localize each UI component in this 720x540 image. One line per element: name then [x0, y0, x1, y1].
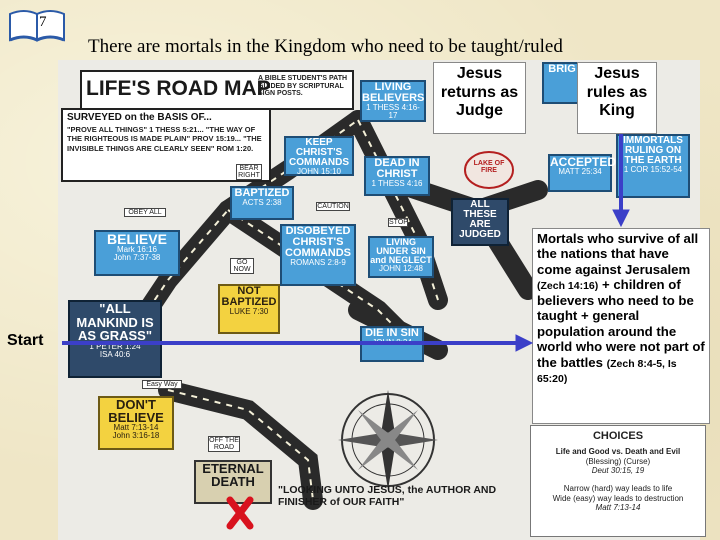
start-label: Start	[7, 332, 44, 349]
small-sign-stop: STOP	[388, 218, 408, 227]
small-sign-obey-all: OBEY ALL	[124, 208, 166, 217]
sign-lake-of-fire: LAKE OF FIRE	[473, 160, 505, 174]
sign-dead-in-christ-label: DEAD IN CHRIST	[374, 157, 420, 180]
choices-line4: Narrow (hard) way leads to life	[563, 483, 673, 493]
compass-rose-icon	[338, 390, 438, 490]
callout-mortals: Mortals who survive of all the nations t…	[532, 228, 710, 424]
sign-believe-ref1: Mark 16:16	[116, 245, 158, 254]
choices-line1: Life and Good vs. Death and Evil	[555, 447, 681, 457]
choices-line5: Wide (easy) way leads to destruction	[552, 493, 684, 503]
road-map-heading-box: LIFE'S ROAD MAP A BIBLE STUDENT'S PATH G…	[80, 70, 354, 110]
choices-box: CHOICES Life and Good vs. Death and Evil…	[530, 425, 706, 537]
sign-living-believers-ref: 1 THESS 4:16-17	[366, 103, 420, 120]
sign-believe: BELIEVE Mark 16:16 John 7:37-38	[94, 230, 180, 276]
sign-baptized-label: BAPTIZED	[234, 187, 290, 199]
mortals-ref-zech-isaiah: (Zech 8:4-5, Is 65:20)	[537, 357, 677, 385]
slide-title: There are mortals in the Kingdom who nee…	[88, 36, 563, 57]
callout-jesus-judge: Jesus returns as Judge	[433, 62, 526, 134]
sign-baptized-ref: ACTS 2:38	[242, 198, 282, 207]
choices-line3: Deut 30:15, 19	[591, 466, 645, 476]
sign-accepted-label: ACCEPTED	[550, 155, 617, 169]
choices-line2: (Blessing) (Curse)	[585, 456, 651, 466]
sign-all-mankind: "ALL MANKIND IS AS GRASS" 1 PETER 1:24 I…	[68, 300, 162, 378]
mortals-mid-text: + children of believers who need to be t…	[537, 277, 705, 370]
sign-living-in-sin-label: LIVING UNDER SIN and NEGLECT	[370, 237, 432, 265]
sign-living-in-sin-ref: JOHN 12:48	[378, 264, 424, 273]
small-sign-bear-right: BEAR RIGHT	[236, 164, 262, 180]
sign-immortals-label: IMMORTALS RULING ON THE EARTH	[623, 135, 683, 166]
sign-dead-in-christ-ref: 1 THESS 4:16	[371, 179, 423, 188]
sign-disobeyed: DISOBEYED CHRIST'S COMMANDS ROMANS 2:8-9	[280, 224, 356, 286]
sign-believe-label: BELIEVE	[107, 231, 167, 247]
sign-not-baptized: NOT BAPTIZED LUKE 7:30	[218, 284, 280, 334]
sign-bright: BRIG	[542, 62, 582, 104]
sign-accepted-ref: MATT 25:34	[558, 167, 602, 176]
sign-dont-believe: DON'T BELIEVE Matt 7:13-14 John 3:16-18	[98, 396, 174, 450]
sign-die-in-sin-ref: JOHN 8:24	[372, 338, 412, 347]
sign-not-baptized-label: NOT BAPTIZED	[221, 285, 277, 308]
sign-eternal-death-label: ETERNAL DEATH	[202, 461, 264, 489]
sign-disobeyed-ref: ROMANS 2:8-9	[290, 258, 346, 267]
small-sign-caution: CAUTION	[316, 202, 350, 211]
small-sign-easy-way: Easy Way	[142, 380, 182, 389]
small-sign-go-now: GO NOW	[230, 258, 254, 274]
sign-dont-believe-ref2: John 3:16-18	[112, 431, 160, 440]
mortals-main-text: Mortals who survive of all the nations t…	[537, 231, 699, 277]
sign-die-in-sin-label: DIE IN SIN	[365, 327, 419, 339]
choices-heading: CHOICES	[592, 430, 644, 442]
surveyed-heading: SURVEYED on the BASIS OF...	[67, 112, 212, 123]
sign-keep-commands: KEEP CHRIST'S COMMANDS JOHN 15:10	[284, 136, 354, 176]
sign-all-mankind-label: "ALL MANKIND IS AS GRASS"	[76, 301, 154, 344]
surveyed-text: "PROVE ALL THINGS" 1 THESS 5:21... "THE …	[67, 125, 262, 153]
sign-accepted: ACCEPTED MATT 25:34	[548, 154, 616, 192]
sign-disobeyed-label: DISOBEYED CHRIST'S COMMANDS	[285, 225, 351, 259]
mortals-ref-zech: (Zech 14:16)	[537, 280, 599, 293]
callout-jesus-king: Jesus rules as King	[577, 62, 657, 134]
sign-keep-commands-ref: JOHN 15:10	[296, 167, 342, 176]
sign-dont-believe-ref1: Matt 7:13-14	[113, 423, 159, 432]
sign-immortals: IMMORTALS RULING ON THE EARTH 1 COR 15:5…	[616, 134, 690, 198]
road-map-heading: LIFE'S ROAD MAP	[86, 77, 271, 100]
red-x-icon	[226, 496, 254, 530]
sign-living-believers: LIVING BELIEVERS 1 THESS 4:16-17	[360, 80, 426, 122]
small-sign-off-road: OFF THE ROAD	[208, 436, 240, 452]
sign-baptized: BAPTIZED ACTS 2:38	[230, 186, 294, 220]
sign-dead-in-christ: DEAD IN CHRIST 1 THESS 4:16	[364, 156, 430, 196]
slide-number: 7	[39, 14, 47, 30]
road-map-subheading: A BIBLE STUDENT'S PATH GUIDED BY SCRIPTU…	[258, 75, 348, 98]
sign-believe-ref2: John 7:37-38	[113, 253, 161, 262]
sign-dont-believe-label: DON'T BELIEVE	[108, 397, 164, 425]
sign-die-in-sin: DIE IN SIN JOHN 8:24	[360, 326, 424, 362]
choices-line6: Matt 7:13-14	[595, 503, 641, 513]
sign-all-judged: ALL THESE ARE JUDGED	[451, 198, 509, 246]
book-icon	[9, 10, 65, 42]
sign-living-in-sin: LIVING UNDER SIN and NEGLECT JOHN 12:48	[368, 236, 434, 278]
sign-living-believers-label: LIVING BELIEVERS	[362, 81, 425, 104]
sign-looking-unto-jesus: "LOOKING UNTO JESUS, the AUTHOR AND FINI…	[278, 484, 497, 509]
sign-all-mankind-ref1: 1 PETER 1:24	[89, 341, 141, 351]
sign-all-mankind-ref2: ISA 40:6	[99, 350, 131, 360]
sign-not-baptized-ref: LUKE 7:30	[229, 307, 269, 316]
sign-bright-label: BRIG	[548, 63, 576, 75]
sign-immortals-ref: 1 COR 15:52-54	[623, 165, 683, 174]
sign-all-judged-label: ALL THESE ARE JUDGED	[459, 199, 501, 240]
slide-number-badge: 7	[6, 4, 68, 44]
sign-keep-commands-label: KEEP CHRIST'S COMMANDS	[289, 137, 349, 168]
